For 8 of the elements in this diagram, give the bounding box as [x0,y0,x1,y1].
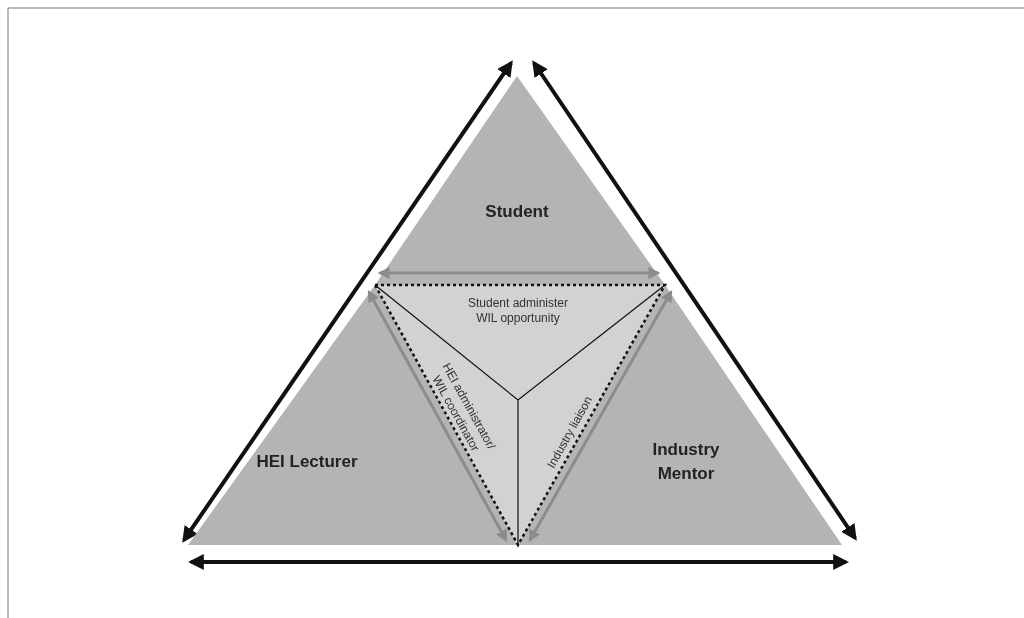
double-arrow [182,60,513,543]
role-label: HEI Lecturer [255,451,359,473]
double-arrow [187,554,850,570]
double-arrow [377,267,661,279]
role-label: Industry Mentor [651,439,721,485]
double-arrow [532,60,857,541]
role-label: Student [484,201,550,223]
role-description: Student administer WIL opportunity [466,296,570,326]
